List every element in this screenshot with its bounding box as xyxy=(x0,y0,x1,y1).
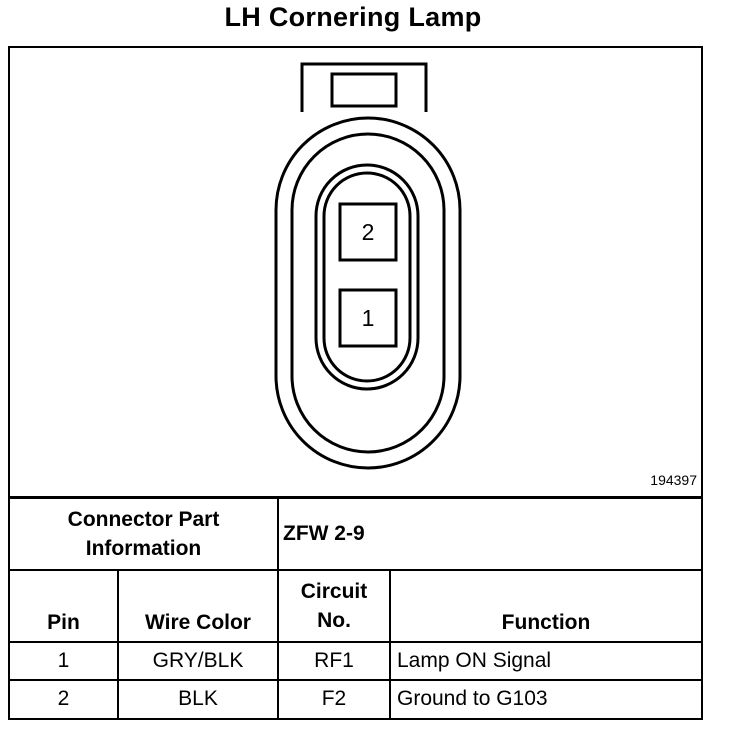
connector-frame: 2 1 194397 Connector Part Information ZF… xyxy=(8,46,703,720)
part-info-value: ZFW 2-9 xyxy=(277,495,701,571)
header-function: Function xyxy=(389,568,701,643)
connector-inner-cavity xyxy=(322,171,412,383)
header-wire-color: Wire Color xyxy=(117,568,279,643)
part-info-label: Connector Part Information xyxy=(10,495,279,571)
part-info-row: Connector Part Information ZFW 2-9 xyxy=(10,495,701,571)
cell-wire-color: GRY/BLK xyxy=(117,640,279,681)
connector-outer-ring xyxy=(290,132,446,454)
cell-circuit: RF1 xyxy=(277,640,391,681)
connector-info-table: Connector Part Information ZFW 2-9 Pin W… xyxy=(10,495,701,718)
cell-pin: 2 xyxy=(10,678,119,718)
connector-inner-housing xyxy=(314,163,420,391)
table-row: 2 BLK F2 Ground to G103 xyxy=(10,678,701,718)
table-row: 1 GRY/BLK RF1 Lamp ON Signal xyxy=(10,640,701,681)
header-row: Pin Wire Color Circuit No. Function xyxy=(10,568,701,643)
pin-label-2: 2 xyxy=(362,219,375,245)
header-pin: Pin xyxy=(10,568,119,643)
header-circuit: Circuit No. xyxy=(277,568,391,643)
pin-label-1: 1 xyxy=(362,305,375,331)
pin-cavity-2 xyxy=(338,202,398,262)
figure-number: 194397 xyxy=(650,472,697,488)
cell-pin: 1 xyxy=(10,640,119,681)
page-title: LH Cornering Lamp xyxy=(224,2,482,32)
cell-circuit: F2 xyxy=(277,678,391,718)
connector-latch-window xyxy=(330,72,398,108)
connector-diagram: 2 1 xyxy=(274,62,462,470)
cell-wire-color: BLK xyxy=(117,678,279,718)
connector-latch xyxy=(300,62,428,112)
cell-function: Lamp ON Signal xyxy=(389,640,701,681)
cell-function: Ground to G103 xyxy=(389,678,701,718)
pin-cavity-1 xyxy=(338,288,398,348)
